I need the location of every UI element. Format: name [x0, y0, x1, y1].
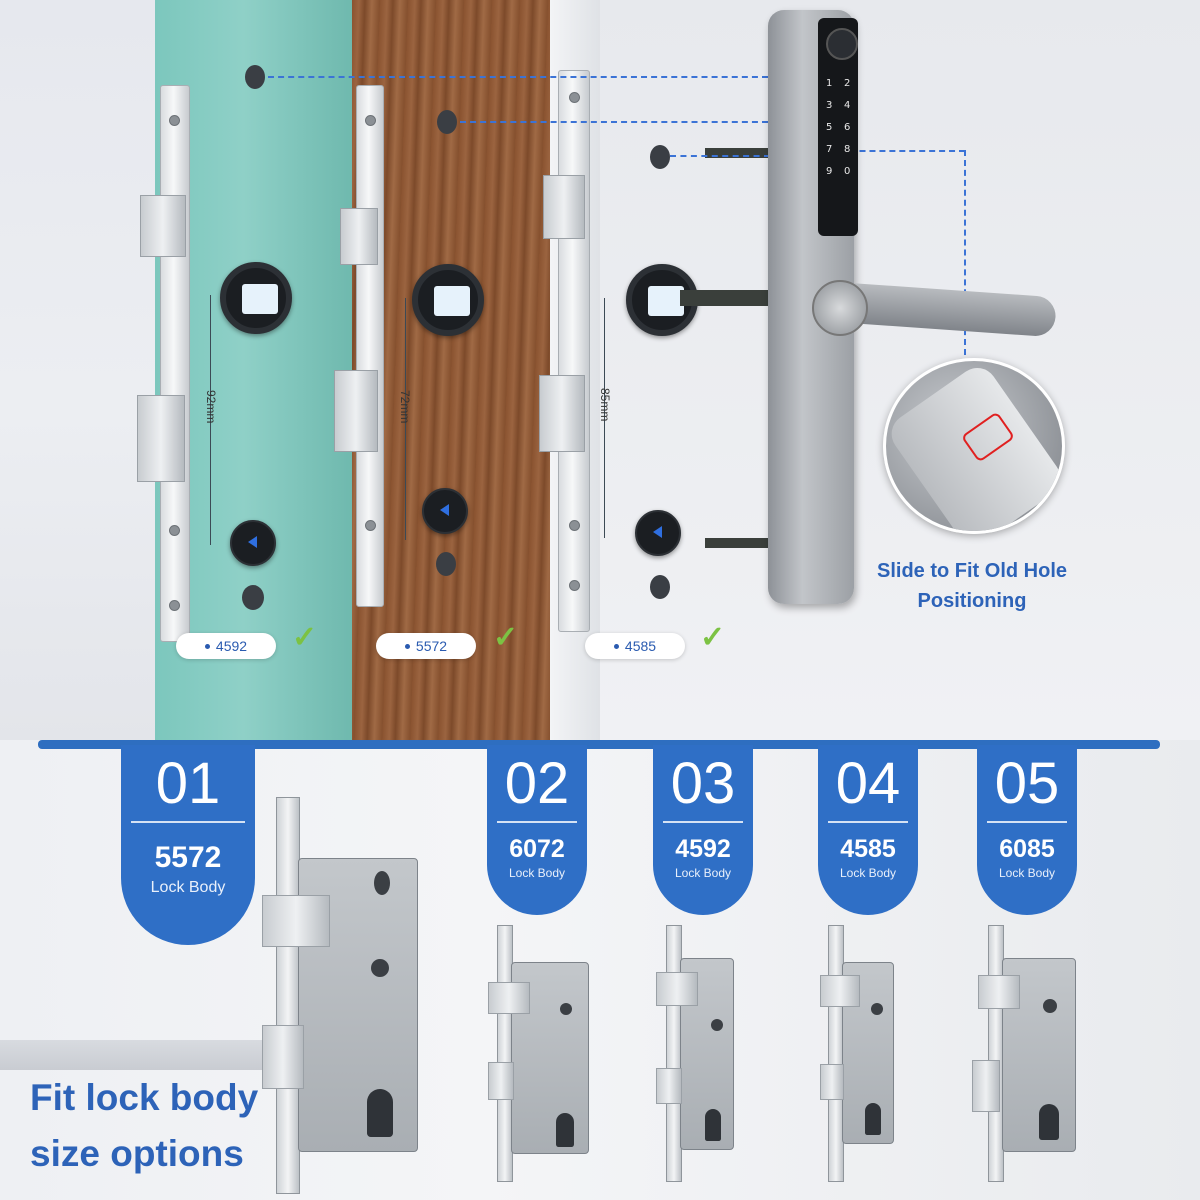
screw	[365, 115, 376, 126]
option-number: 02	[504, 751, 570, 816]
faceplate	[558, 70, 590, 632]
option-code: 4585	[840, 835, 896, 863]
dimension-line	[405, 298, 406, 540]
size-pill-4592: 4592	[176, 633, 276, 659]
check-icon: ✓	[292, 621, 318, 654]
cylinder-hole	[650, 575, 670, 599]
lock-deadbolt	[972, 1060, 1000, 1112]
door-handle-rose	[812, 280, 868, 336]
option-tab-01: 01 5572 Lock Body	[121, 745, 255, 945]
alignment-guide	[770, 150, 965, 152]
option-tab-05: 05 6085 Lock Body	[977, 745, 1077, 915]
option-code: 4592	[675, 835, 731, 863]
dimension-label: 92mm	[204, 390, 218, 424]
dimension-label: 85mm	[598, 388, 612, 422]
fingerprint-icon	[826, 28, 858, 60]
wall	[600, 0, 1200, 740]
option-number: 01	[155, 751, 221, 816]
lock-body-6085	[1002, 958, 1076, 1152]
slide-caption: Slide to Fit Old Hole Positioning	[877, 560, 1067, 612]
screw	[169, 600, 180, 611]
screw	[569, 520, 580, 531]
option-code: 6085	[999, 835, 1055, 863]
lock-deadbolt	[656, 1068, 682, 1104]
option-tab-03: 03 4592 Lock Body	[653, 745, 753, 915]
screw	[569, 92, 580, 103]
faceplate	[356, 85, 384, 607]
lock-latch	[820, 975, 860, 1007]
lock-latch	[978, 975, 1020, 1009]
check-icon: ✓	[493, 621, 519, 654]
check-icon: ✓	[700, 621, 726, 654]
headline: Fit lock body size options	[30, 1077, 259, 1174]
floor-strip	[0, 1040, 280, 1070]
handle-spindle-hole	[412, 264, 484, 336]
mounting-bolt	[705, 148, 770, 158]
option-tab-02: 02 6072 Lock Body	[487, 745, 587, 915]
screw	[169, 525, 180, 536]
screw	[365, 520, 376, 531]
cylinder-hole	[436, 552, 456, 576]
latch-bolt	[340, 208, 378, 265]
option-code: 6072	[509, 835, 565, 863]
size-pill-5572: 5572	[376, 633, 476, 659]
faceplate	[160, 85, 190, 642]
screw	[169, 115, 180, 126]
thumbturn-hole	[635, 510, 681, 556]
lock-body-faceplate	[276, 797, 300, 1194]
option-sub: Lock Body	[674, 866, 732, 880]
thumbturn-spindle	[705, 538, 770, 548]
option-number: 03	[670, 751, 736, 816]
alignment-guide	[460, 121, 768, 123]
dead-bolt	[137, 395, 185, 482]
option-sub: Lock Body	[508, 866, 566, 880]
screw-hole	[650, 145, 670, 169]
lock-deadbolt	[488, 1062, 514, 1100]
option-tab-04: 04 4585 Lock Body	[818, 745, 918, 915]
alignment-guide	[268, 76, 768, 78]
dead-bolt	[539, 375, 585, 452]
dimension-line	[210, 295, 211, 545]
lock-body-4592	[680, 958, 734, 1150]
screw-hole	[245, 65, 265, 89]
thumbturn-hole	[422, 488, 468, 534]
handle-spindle-hole	[626, 264, 698, 336]
dimension-line	[604, 298, 605, 538]
option-number: 05	[994, 751, 1060, 816]
lock-deadbolt	[820, 1064, 844, 1100]
latch-bolt	[140, 195, 186, 257]
divider-bar	[38, 740, 1160, 749]
magnified-detail	[883, 358, 1065, 534]
lock-latch	[262, 895, 330, 947]
lock-latch	[488, 982, 530, 1014]
latch-bolt	[543, 175, 585, 239]
screw	[569, 580, 580, 591]
cylinder-hole	[242, 585, 264, 610]
lock-deadbolt	[262, 1025, 304, 1089]
lock-latch	[656, 972, 698, 1006]
option-sub: Lock Body	[998, 866, 1056, 880]
dimension-label: 72mm	[398, 390, 412, 424]
alignment-guide	[670, 155, 770, 157]
handle-spindle-hole	[220, 262, 292, 334]
alignment-guide	[964, 150, 966, 355]
dead-bolt	[334, 370, 378, 452]
handle-spindle	[680, 290, 770, 306]
option-number: 04	[835, 751, 901, 816]
thumbturn-hole	[230, 520, 276, 566]
screw-hole	[437, 110, 457, 134]
option-code: 5572	[154, 841, 222, 874]
option-sub: Lock Body	[839, 866, 897, 880]
size-pill-4585: 4585	[585, 633, 685, 659]
option-sub: Lock Body	[150, 879, 226, 896]
